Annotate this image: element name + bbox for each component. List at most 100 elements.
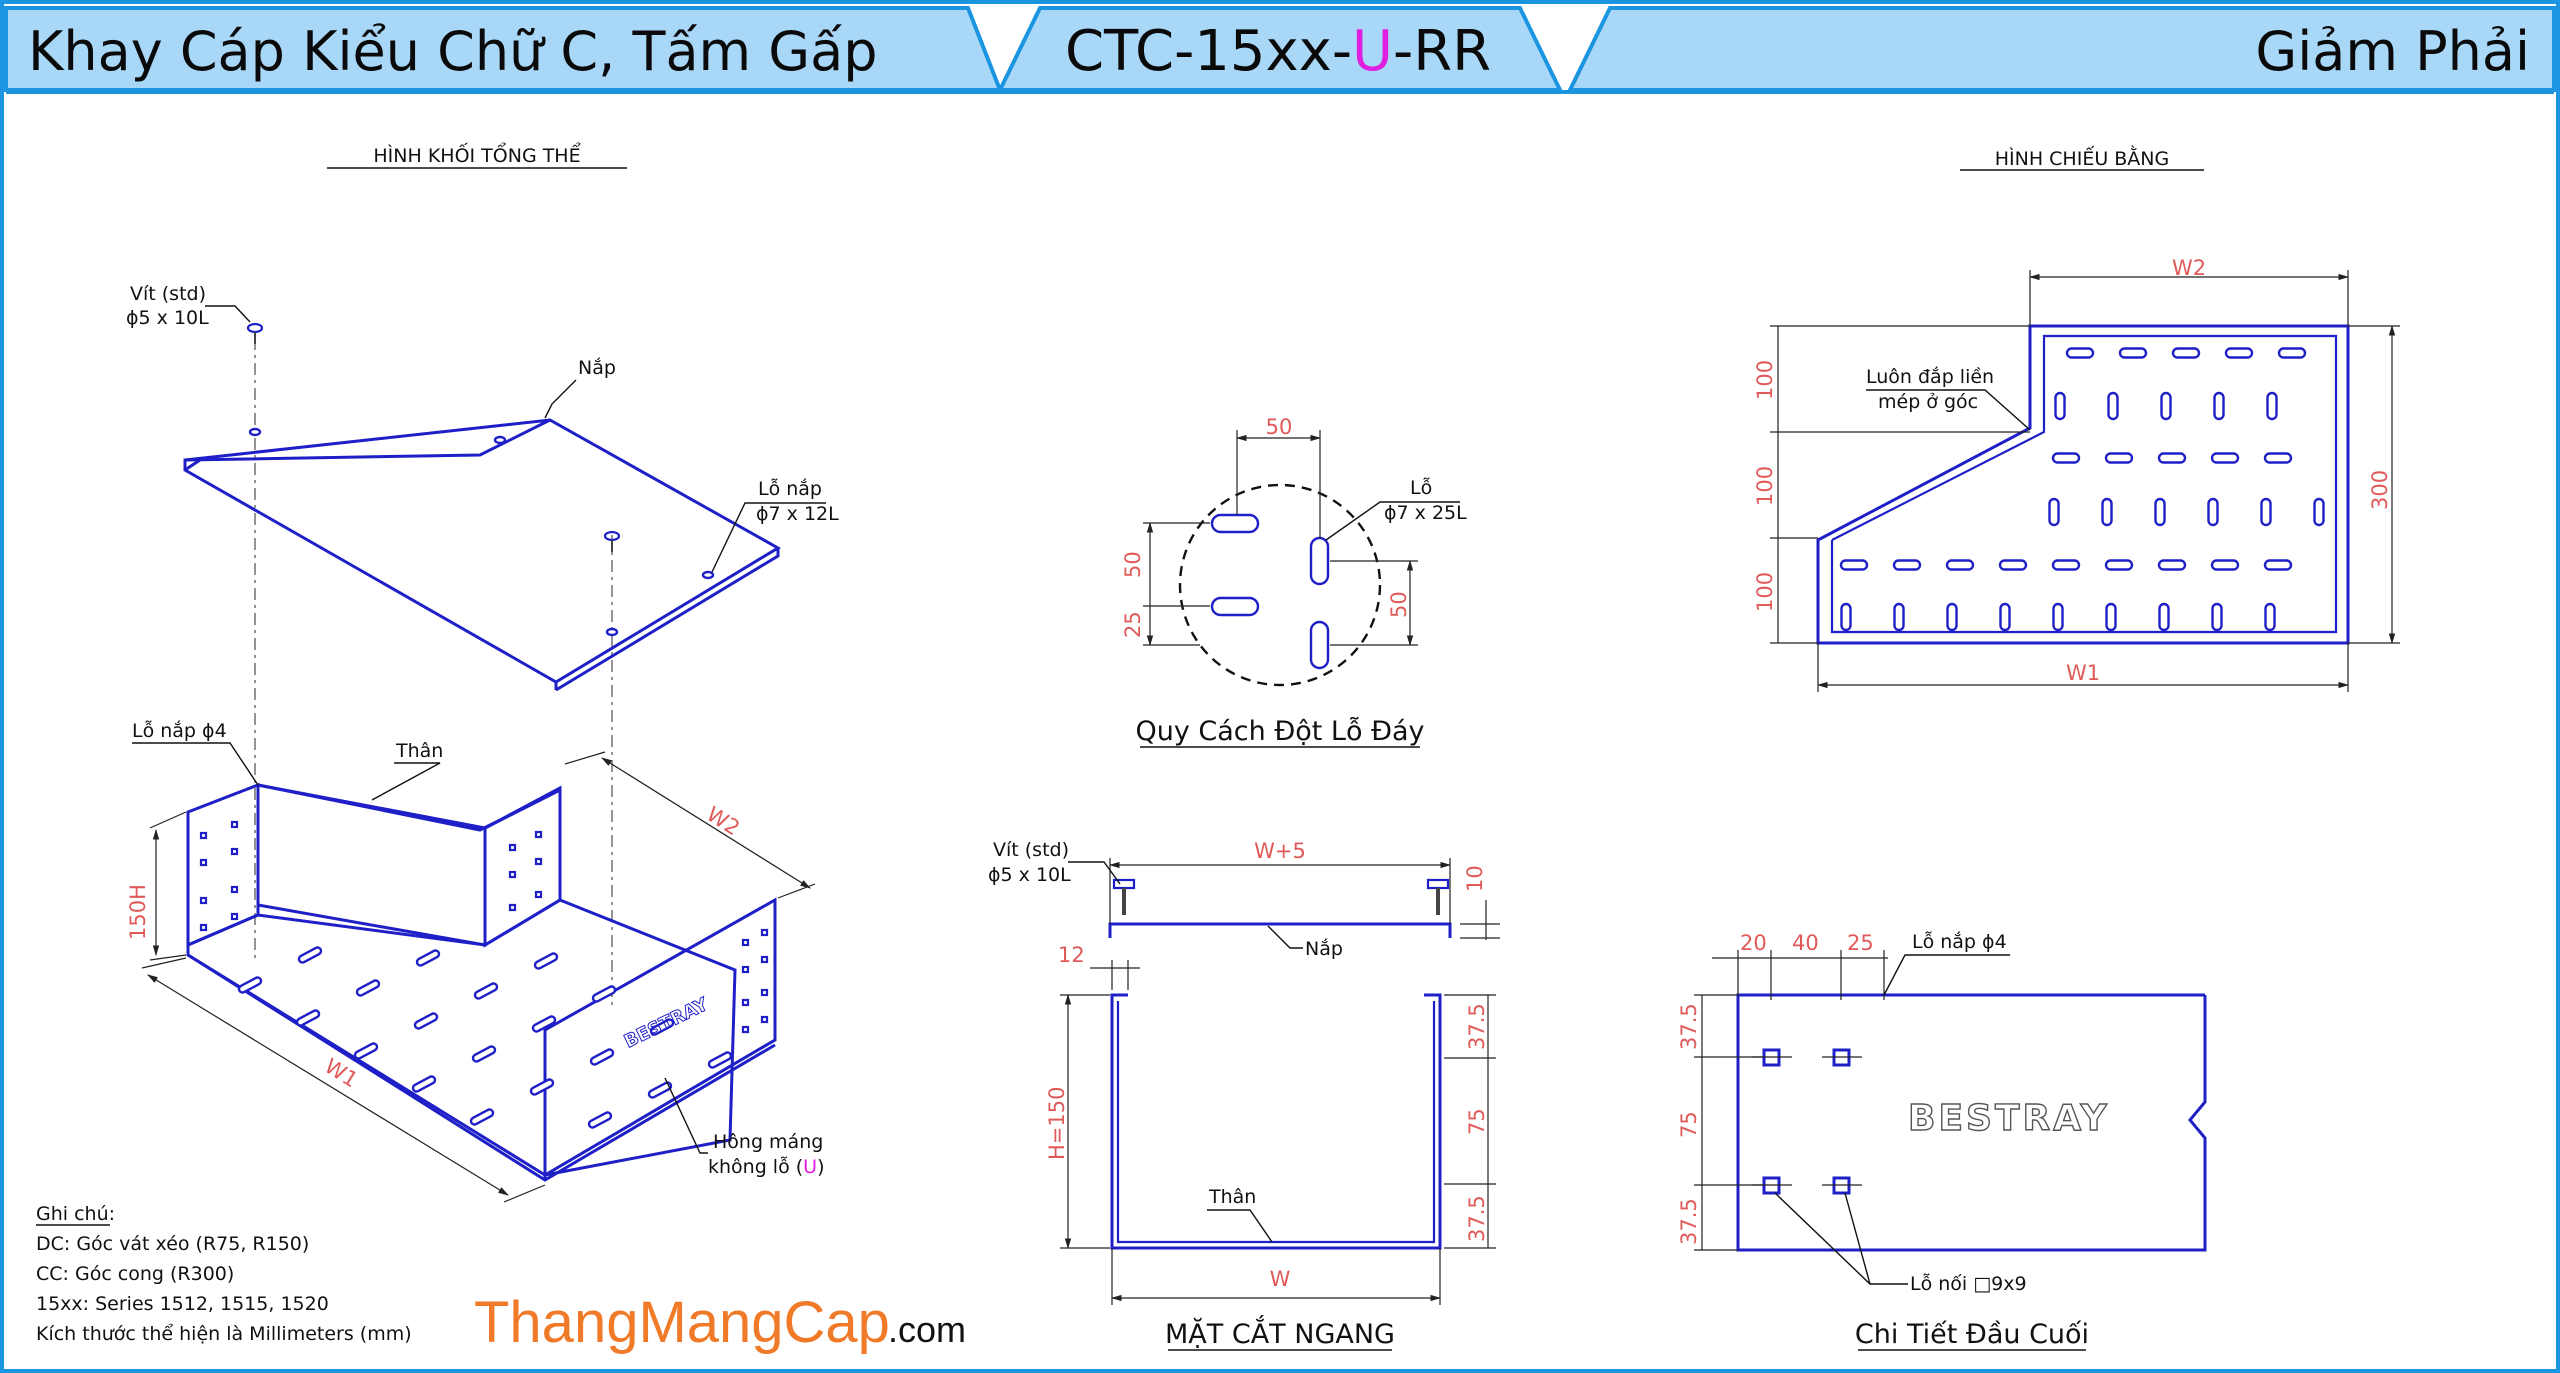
slot bbox=[2104, 452, 2134, 464]
dim-w2 bbox=[601, 757, 811, 889]
ed-dim-left: 75 bbox=[1677, 1111, 1701, 1138]
iso-screw-label: Vít (std) bbox=[130, 283, 206, 305]
ed-dim-left: 37.5 bbox=[1677, 1003, 1701, 1050]
slot bbox=[2277, 347, 2307, 359]
slot bbox=[2211, 602, 2223, 632]
slot bbox=[707, 1051, 733, 1069]
cross-section-title: MẶT CẮT NGANG bbox=[1165, 1315, 1395, 1350]
cs-body-inner bbox=[1116, 1001, 1436, 1244]
cs-cover-leader bbox=[1267, 925, 1303, 949]
brand-name: ThangMangCap bbox=[474, 1290, 890, 1355]
iso-screw-size: ϕ5 x 10L bbox=[126, 307, 209, 329]
cs-dim-cover: 10 bbox=[1463, 865, 1487, 892]
end-detail-title: Chi Tiết Đầu Cuối bbox=[1855, 1319, 2089, 1350]
cs-screw-label: Vít (std) bbox=[993, 839, 1069, 861]
isometric-view: HÌNH KHỐI TỔNG THỂ Vít (std) ϕ5 x 10L Nắ… bbox=[126, 141, 839, 1203]
slot bbox=[297, 946, 323, 964]
slot bbox=[1999, 602, 2011, 632]
hole-slot-vertical bbox=[1309, 620, 1330, 670]
iso-dim-w2: W2 bbox=[702, 802, 744, 840]
notes-line: 15xx: Series 1512, 1515, 1520 bbox=[36, 1293, 329, 1315]
end-detail-view: BESTRAY 20 40 25 Lỗ nắp ϕ4 37.5 75 37.5 … bbox=[1677, 930, 2207, 1351]
cs-screw-leader bbox=[1068, 861, 1121, 885]
slot bbox=[2263, 559, 2293, 571]
cover-hole bbox=[493, 435, 507, 445]
hp-hole-leader bbox=[1325, 501, 1460, 541]
hp-dim-left-2: 25 bbox=[1121, 611, 1145, 638]
slot bbox=[2213, 391, 2225, 421]
notes-block: Ghi chú: DC: Góc vát xéo (R75, R150) CC:… bbox=[36, 1203, 412, 1345]
tray-back-top-edge bbox=[257, 783, 562, 832]
notes-line: CC: Góc cong (R300) bbox=[36, 1263, 234, 1285]
ed-cover-hole-label: Lỗ nắp ϕ4 bbox=[1912, 930, 2007, 953]
product-code-variant: U bbox=[1352, 19, 1393, 84]
iso-cover-hole-leader bbox=[711, 502, 826, 573]
hp-dim-left-1: 50 bbox=[1121, 551, 1145, 578]
slot bbox=[531, 1015, 557, 1033]
slot bbox=[237, 976, 263, 994]
slot bbox=[647, 1081, 673, 1099]
slot bbox=[1839, 559, 1869, 571]
hp-hole-size: ϕ7 x 25L bbox=[1384, 502, 1467, 524]
ed-joint-hole-leader-1 bbox=[1774, 1192, 1908, 1285]
cs-dim-right: 37.5 bbox=[1465, 1195, 1489, 1242]
hp-dim-top: 50 bbox=[1266, 415, 1293, 439]
ext-line bbox=[564, 751, 606, 765]
end-plate-logo: BESTRAY bbox=[1908, 1098, 2110, 1139]
hp-hole-label: Lỗ bbox=[1410, 476, 1432, 499]
iso-cover-hole-label: Lỗ nắp bbox=[758, 477, 822, 500]
hole-pattern-circle bbox=[1178, 483, 1382, 687]
ed-dim-left: 37.5 bbox=[1677, 1198, 1701, 1245]
slot bbox=[2065, 347, 2095, 359]
slot bbox=[2260, 497, 2272, 527]
slot bbox=[355, 979, 381, 997]
slot bbox=[2266, 391, 2278, 421]
plan-view-title: HÌNH CHIẾU BẰNG bbox=[1995, 144, 2170, 170]
slot bbox=[2048, 497, 2060, 527]
slot bbox=[2171, 347, 2201, 359]
cs-screw-size: ϕ5 x 10L bbox=[988, 864, 1071, 886]
slot bbox=[2263, 452, 2293, 464]
ed-joint-hole-leader-2 bbox=[1844, 1192, 1871, 1285]
cross-section-view: W+5 10 12 H=150 W 37.5 75 37.5 Vít (std)… bbox=[988, 839, 1500, 1351]
slot bbox=[2210, 559, 2240, 571]
ed-cover-hole-leader bbox=[1883, 954, 2010, 996]
cs-dim-top: W+5 bbox=[1254, 839, 1306, 863]
product-code-prefix: CTC-15xx- bbox=[1065, 19, 1352, 84]
slot bbox=[2051, 452, 2081, 464]
cs-dim-right: 37.5 bbox=[1465, 1003, 1489, 1050]
side-wall-logo: BESTRAY bbox=[621, 994, 712, 1053]
cover-hole bbox=[248, 427, 262, 437]
slot bbox=[469, 1108, 495, 1126]
notes-heading: Ghi chú: bbox=[36, 1203, 115, 1225]
cs-body bbox=[1110, 993, 1442, 1250]
slot bbox=[2154, 497, 2166, 527]
ext-line bbox=[149, 811, 187, 829]
slot bbox=[1946, 602, 1958, 632]
product-type-title: Khay Cáp Kiểu Chữ C, Tấm Gấp bbox=[28, 20, 878, 83]
cs-dim-h: H=150 bbox=[1045, 1087, 1069, 1160]
slot bbox=[473, 982, 499, 1000]
slot bbox=[2104, 559, 2134, 571]
brand-suffix: .com bbox=[888, 1309, 966, 1350]
cs-body-label: Thân bbox=[1208, 1186, 1256, 1208]
ed-joint-hole-label: Lỗ nối □9x9 bbox=[1910, 1272, 2027, 1295]
hole-pattern-title: Quy Cách Đột Lỗ Đáy bbox=[1135, 716, 1424, 747]
cs-dim-w: W bbox=[1270, 1267, 1291, 1291]
slot bbox=[413, 1012, 439, 1030]
plan-dim-w1: W1 bbox=[2066, 661, 2100, 685]
plan-note-leader bbox=[1866, 389, 2031, 431]
slot bbox=[2054, 391, 2066, 421]
slot bbox=[2264, 602, 2276, 632]
screw-icon bbox=[1112, 878, 1136, 915]
iso-cover-label: Nắp bbox=[578, 356, 616, 379]
cs-body-leader bbox=[1207, 1209, 1273, 1243]
slot bbox=[2224, 347, 2254, 359]
side-label-prefix: không lỗ ( bbox=[708, 1155, 803, 1178]
plan-view: HÌNH CHIẾU BẰNG W2 W1 300 100 100 100 Lu… bbox=[1753, 144, 2400, 692]
slot bbox=[1892, 559, 1922, 571]
variant-name: Giảm Phải bbox=[2255, 20, 2530, 83]
slot bbox=[471, 1045, 497, 1063]
